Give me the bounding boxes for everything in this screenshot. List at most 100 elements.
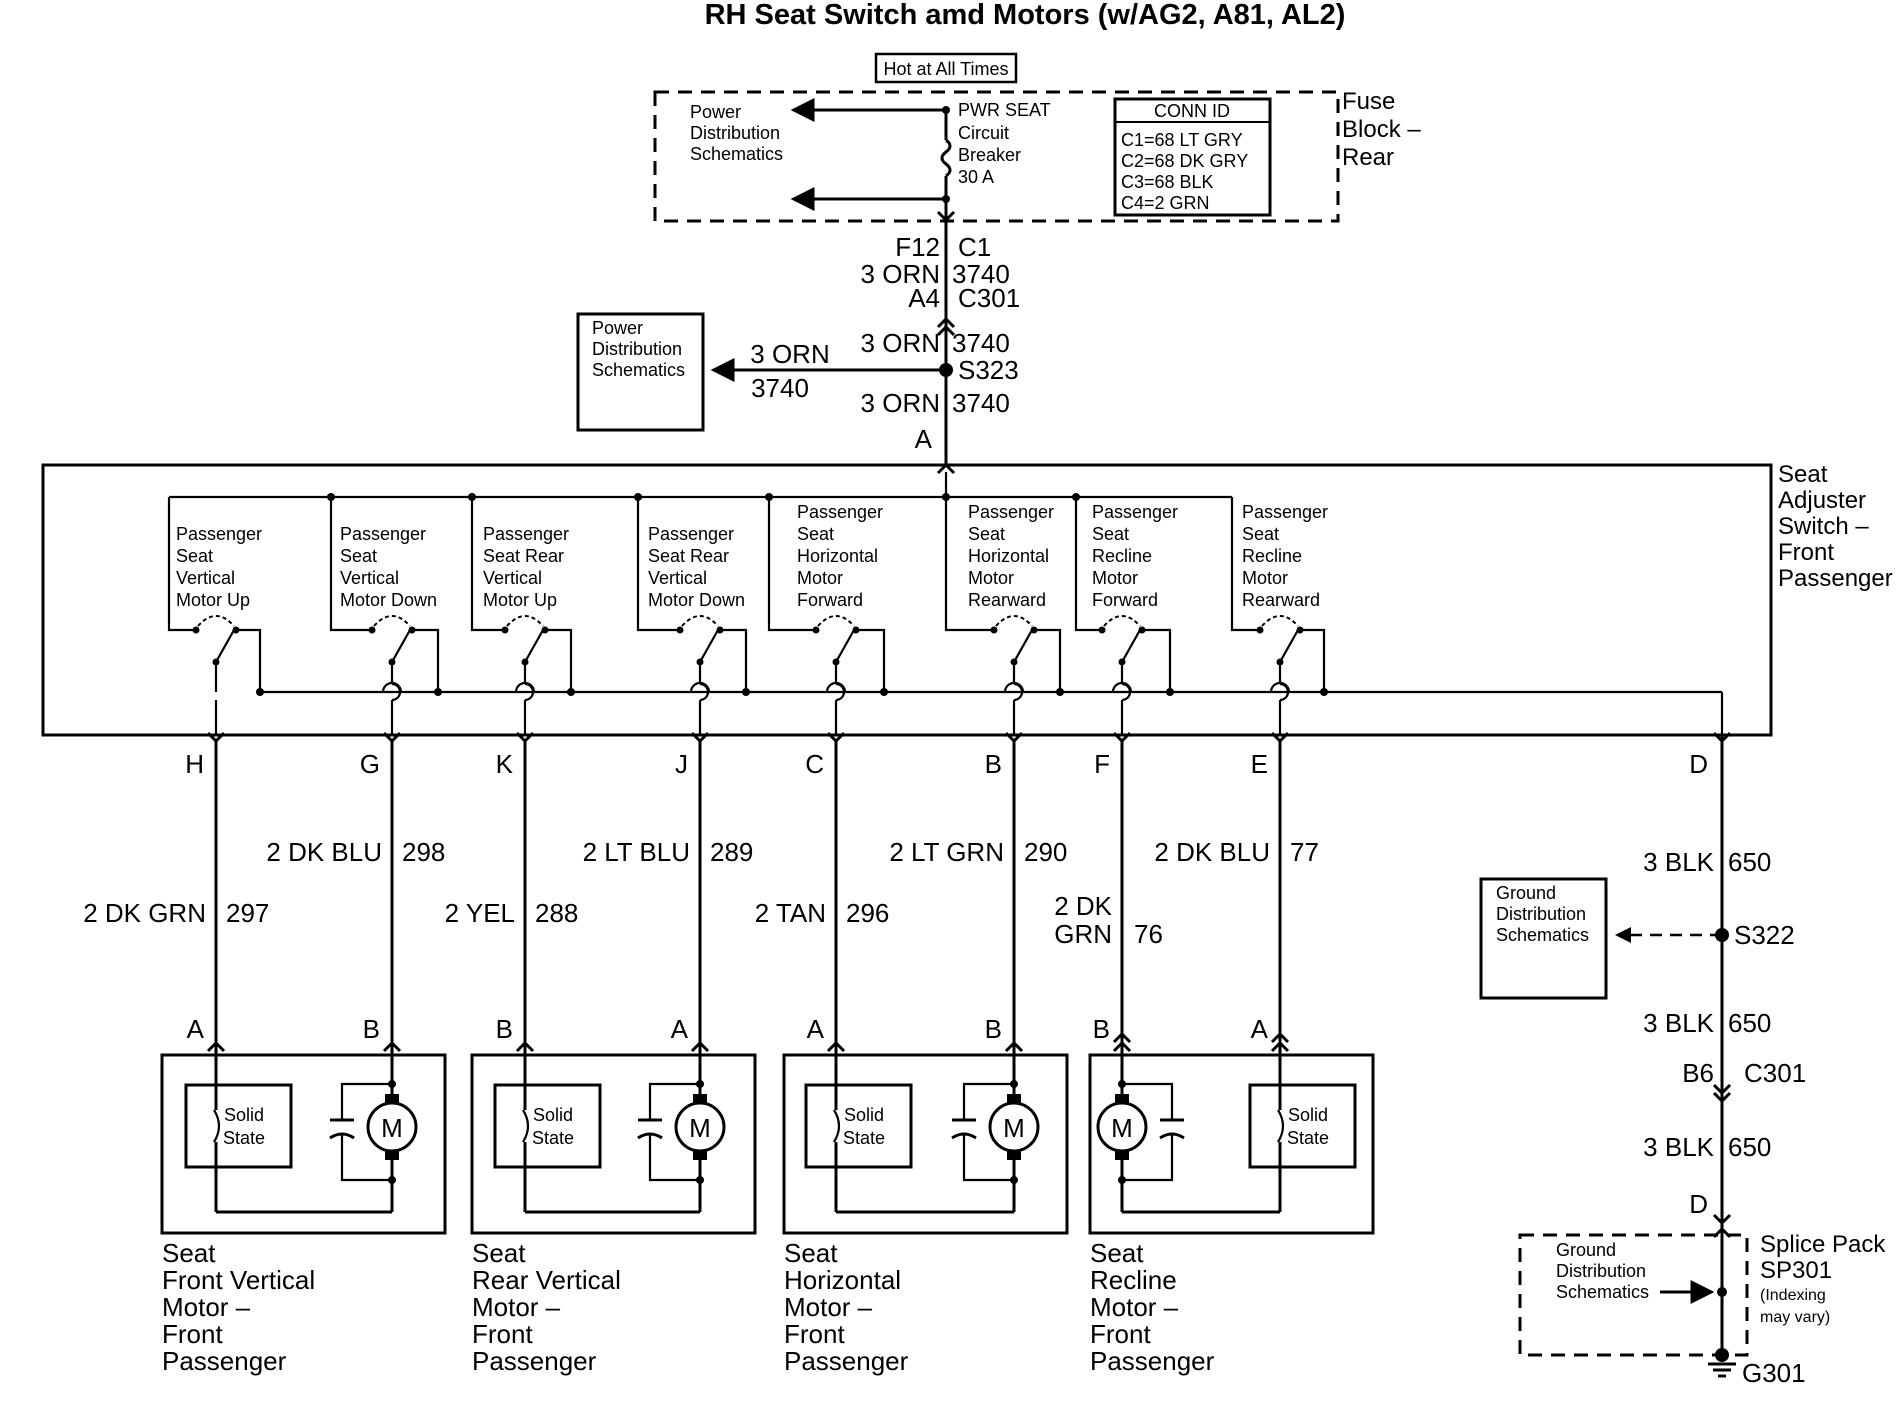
branch-box-3: Schematics [592,360,685,380]
motor-1-name-1: Seat [162,1238,216,1268]
wire-C-number: 296 [846,898,889,928]
motor-4-name-3: Motor – [1090,1292,1179,1322]
indexing-1: (Indexing [1760,1287,1826,1304]
motor-4-symbol: M [1111,1113,1133,1143]
wire-K-number: 288 [535,898,578,928]
breaker-label-1: PWR SEAT [958,100,1051,120]
switch-1-blade [215,629,235,663]
switch-1-label-4: Motor Up [176,590,250,610]
switch-4-bus-node [742,688,750,696]
switch-8-actuator [1261,615,1299,627]
ground-c301: C301 [1744,1058,1806,1088]
motor-3-name-3: Motor – [784,1292,873,1322]
motor-3-name-5: Passenger [784,1346,909,1376]
motor-4-solid-state-box [1248,1083,1357,1169]
wire-B-motor-pin: B [985,1014,1002,1044]
motor-2-housing [470,1053,757,1235]
wire-G-number: 298 [402,837,445,867]
switch-8-label-4: Motor [1242,568,1288,588]
wire-B-color: 2 LT GRN [889,837,1004,867]
switch-4-label-4: Motor Down [648,590,745,610]
motor-4-brush-bottom [1115,1150,1129,1160]
wire-J-motor-pin: A [671,1014,689,1044]
switch-8-bus-node [1320,688,1328,696]
motor-4-solid-state-2: State [1287,1128,1329,1148]
switch-8-crossover-hop [1269,681,1291,693]
switch-3-return-leg [545,628,573,692]
ground-pin-d-connector [1712,731,1732,744]
switch-3-crossover-hop [514,681,536,693]
switch-6-return-leg [1034,628,1062,692]
switch-2-label-1: Passenger [340,524,426,544]
motor-3-housing [782,1053,1069,1235]
wire-F-pin: F [1094,749,1110,779]
c301-connector-bottom [936,324,956,337]
switch-6-input-leg [944,497,994,632]
fuse-power-dist-1: Power [690,102,741,122]
indexing-2: may vary) [1760,1309,1830,1326]
switch-4-input-leg [636,497,680,632]
feed-wire1-color: 3 ORN [861,259,940,289]
wire-G-color: 2 DK BLU [266,837,382,867]
switch-3-label-2: Seat Rear [483,546,564,566]
wire-E-color: 2 DK BLU [1154,837,1270,867]
wire-G-motor-pin: B [363,1014,380,1044]
motor-3-name-1: Seat [784,1238,838,1268]
switch-name-5: Passenger [1778,565,1893,592]
switch-2-blade [391,629,411,663]
motor-1-brush-top [385,1094,399,1104]
motor-1-cap-lead-top [340,1082,392,1120]
motor-1-solid-state-box [184,1083,293,1169]
fuse-block-name-3: Rear [1342,144,1394,171]
ground-b6: B6 [1682,1058,1714,1088]
switch-3-contact-a [501,626,509,634]
motor-4-name-1: Seat [1090,1238,1144,1268]
conn-id-2: C2=68 DK GRY [1121,151,1248,171]
conn-id-4: C4=2 GRN [1121,193,1210,213]
motor-3-solid-state-contact [833,1109,841,1143]
ground-arrow [1615,927,1631,943]
ground-w1-color: 3 BLK [1643,847,1714,877]
breaker-label-2: Circuit [958,123,1009,143]
switch-6-label-3: Horizontal [968,546,1049,566]
ground-dist-box [1479,877,1608,1000]
switch-5-input-leg [767,497,816,632]
wire-F-number: 76 [1134,919,1163,949]
switch-2-actuator [373,615,411,627]
wire-F-motor-pin: B [1093,1014,1110,1044]
wire-F-color-2: GRN [1054,919,1112,949]
switch-7-input-leg [1074,497,1102,632]
switch-3-input-leg [470,497,505,632]
ground-box-3: Schematics [1496,925,1589,945]
switch-3-label-3: Vertical [483,568,542,588]
motor-4-brush-top [1115,1094,1129,1104]
motor-1-cap-plate-2 [329,1132,355,1140]
switch-7-contact-a [1098,626,1106,634]
switch-7-actuator [1103,615,1141,627]
wire-H-pin: H [185,749,204,779]
ground-w3-color: 3 BLK [1643,1132,1714,1162]
switch-1-input-leg [167,497,196,632]
motor-2-brush-top [693,1094,707,1104]
feed-wire3-color: 3 ORN [861,388,940,418]
switch-7-blade [1121,629,1141,663]
branch-power-dist-box [576,312,705,432]
splice-s323-label: S323 [958,355,1019,385]
switch-3-bus-node [567,688,575,696]
switch-7-crossover-hop [1111,681,1133,693]
wire-H-number: 297 [226,898,269,928]
motor-3-solid-state-2: State [843,1128,885,1148]
switch-6-label-1: Passenger [968,502,1054,522]
sp-ground-1: Ground [1556,1240,1616,1260]
